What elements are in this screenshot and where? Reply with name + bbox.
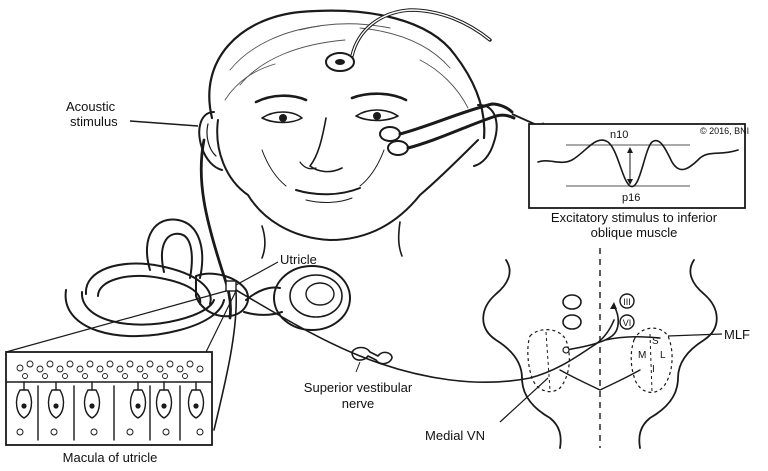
- acoustic-label-line2: stimulus: [70, 114, 118, 129]
- superior-vestibular-label-line2: nerve: [342, 396, 375, 411]
- superior-vestibular-label-line1: Superior vestibular: [304, 380, 413, 395]
- macula-label: Macula of utricle: [63, 450, 158, 465]
- mlf-label: MLF: [724, 327, 750, 342]
- acoustic-label-line1: Acoustic: [66, 99, 116, 114]
- copyright-text: © 2016, BNI: [700, 126, 749, 136]
- p16-label: p16: [622, 192, 640, 204]
- emg-waveform-panel: © 2016, BNI n10 p16: [529, 124, 749, 208]
- nucleus-M-label: M: [638, 350, 646, 361]
- excitatory-label-line2: oblique muscle: [591, 225, 678, 240]
- nucleus-III-label: III: [623, 297, 631, 307]
- brainstem-illustration: [483, 248, 717, 448]
- medial-vn-pointer: [500, 378, 548, 422]
- forehead-electrode: [326, 10, 490, 71]
- nerve-label-pointer: [356, 362, 360, 372]
- nucleus-S-label: S: [652, 336, 659, 347]
- medial-vn-label: Medial VN: [425, 428, 485, 443]
- macula-panel: [6, 352, 212, 445]
- nucleus-I-label: I: [652, 364, 655, 375]
- utricle-pointer: [236, 262, 278, 285]
- acoustic-pointer: [130, 121, 198, 126]
- mlf-pointer: [668, 334, 722, 336]
- superior-vestibular-nerve-path: [236, 290, 614, 382]
- nucleus-VI-label: VI: [623, 318, 632, 328]
- infraorbital-electrodes: [380, 104, 514, 155]
- n10-label: n10: [610, 129, 628, 141]
- utricle-label: Utricle: [280, 252, 317, 267]
- nucleus-L-label: L: [660, 350, 666, 361]
- excitatory-label-line1: Excitatory stimulus to inferior: [551, 210, 718, 225]
